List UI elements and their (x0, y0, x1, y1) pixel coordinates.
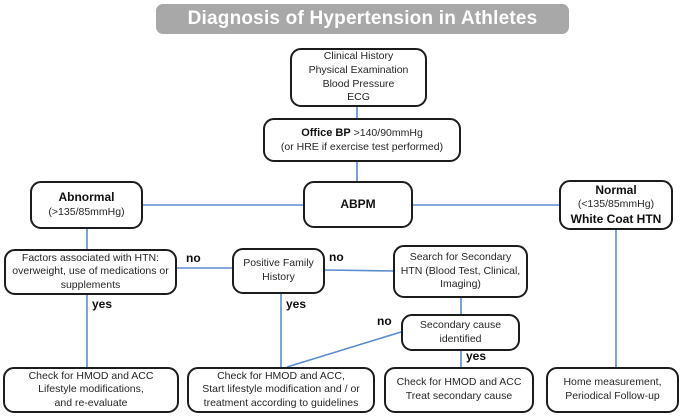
node-line: treatment according to guidelines (203, 396, 359, 409)
node-clinical-history: Clinical History Physical Examination Bl… (290, 48, 427, 107)
node-htn-factors: Factors associated with HTN: overweight,… (4, 249, 177, 295)
node-check-guidelines: Check for HMOD and ACC, Start lifestyle … (187, 367, 375, 413)
node-office-bp: Office BP >140/90mmHg (or HRE if exercis… (263, 118, 461, 162)
node-secondary-cause: Secondary cause identified (401, 314, 520, 351)
edge-label-yes: yes (466, 349, 487, 363)
normal-title: Normal (595, 182, 637, 197)
node-abnormal: Abnormal (>135/85mmHg) (30, 181, 143, 229)
node-secondary-search: Search for Secondary HTN (Blood Test, Cl… (393, 245, 528, 298)
node-line: Clinical History (323, 50, 394, 63)
node-normal-white-coat: Normal (<135/85mmHg) White Coat HTN (559, 180, 673, 230)
connector-line (324, 269, 394, 272)
abpm-label: ABPM (340, 196, 376, 211)
node-line: Check for HMOD and ACC (28, 369, 154, 382)
node-line: Home measurement, (563, 376, 662, 389)
node-line: Lifestyle modifications, (38, 383, 144, 396)
node-abpm: ABPM (303, 181, 413, 228)
node-line: ECG (347, 91, 370, 104)
node-line: Check for HMOD and ACC, (217, 369, 345, 382)
node-line: Start lifestyle modification and / or (202, 383, 360, 396)
edge-label-no: no (186, 251, 201, 265)
node-line: Treat secondary cause (405, 390, 513, 402)
node-home-measurement: Home measurement, Periodical Follow-up (546, 367, 679, 413)
node-line: and re-evaluate (54, 396, 128, 409)
node-line: Periodical Follow-up (565, 390, 660, 402)
office-bp-threshold: >140/90mmHg (353, 126, 423, 139)
normal-threshold: (<135/85mmHg) (577, 198, 655, 211)
office-bp-note: (or HRE if exercise test performed) (280, 140, 444, 153)
office-bp-label: Office BP (301, 126, 351, 139)
node-line: Physical Examination (308, 63, 409, 76)
abnormal-title: Abnormal (58, 190, 115, 205)
edge-label-yes: yes (92, 297, 113, 311)
node-family-history: Positive Family History (232, 248, 325, 294)
node-check-lifestyle: Check for HMOD and ACC Lifestyle modific… (3, 367, 179, 413)
node-line: Blood Pressure (322, 77, 395, 90)
connector-line (286, 331, 402, 368)
edge-label-no: no (329, 250, 344, 264)
abnormal-threshold: (>135/85mmHg) (48, 205, 125, 218)
edge-label-no: no (377, 314, 392, 328)
diagram-title: Diagnosis of Hypertension in Athletes (156, 4, 569, 34)
node-line: Office BP >140/90mmHg (301, 126, 423, 141)
node-line: Check for HMOD and ACC (396, 376, 522, 389)
node-check-treat-secondary: Check for HMOD and ACC Treat secondary c… (384, 367, 534, 413)
white-coat-label: White Coat HTN (570, 211, 662, 226)
edge-label-yes: yes (286, 297, 307, 311)
